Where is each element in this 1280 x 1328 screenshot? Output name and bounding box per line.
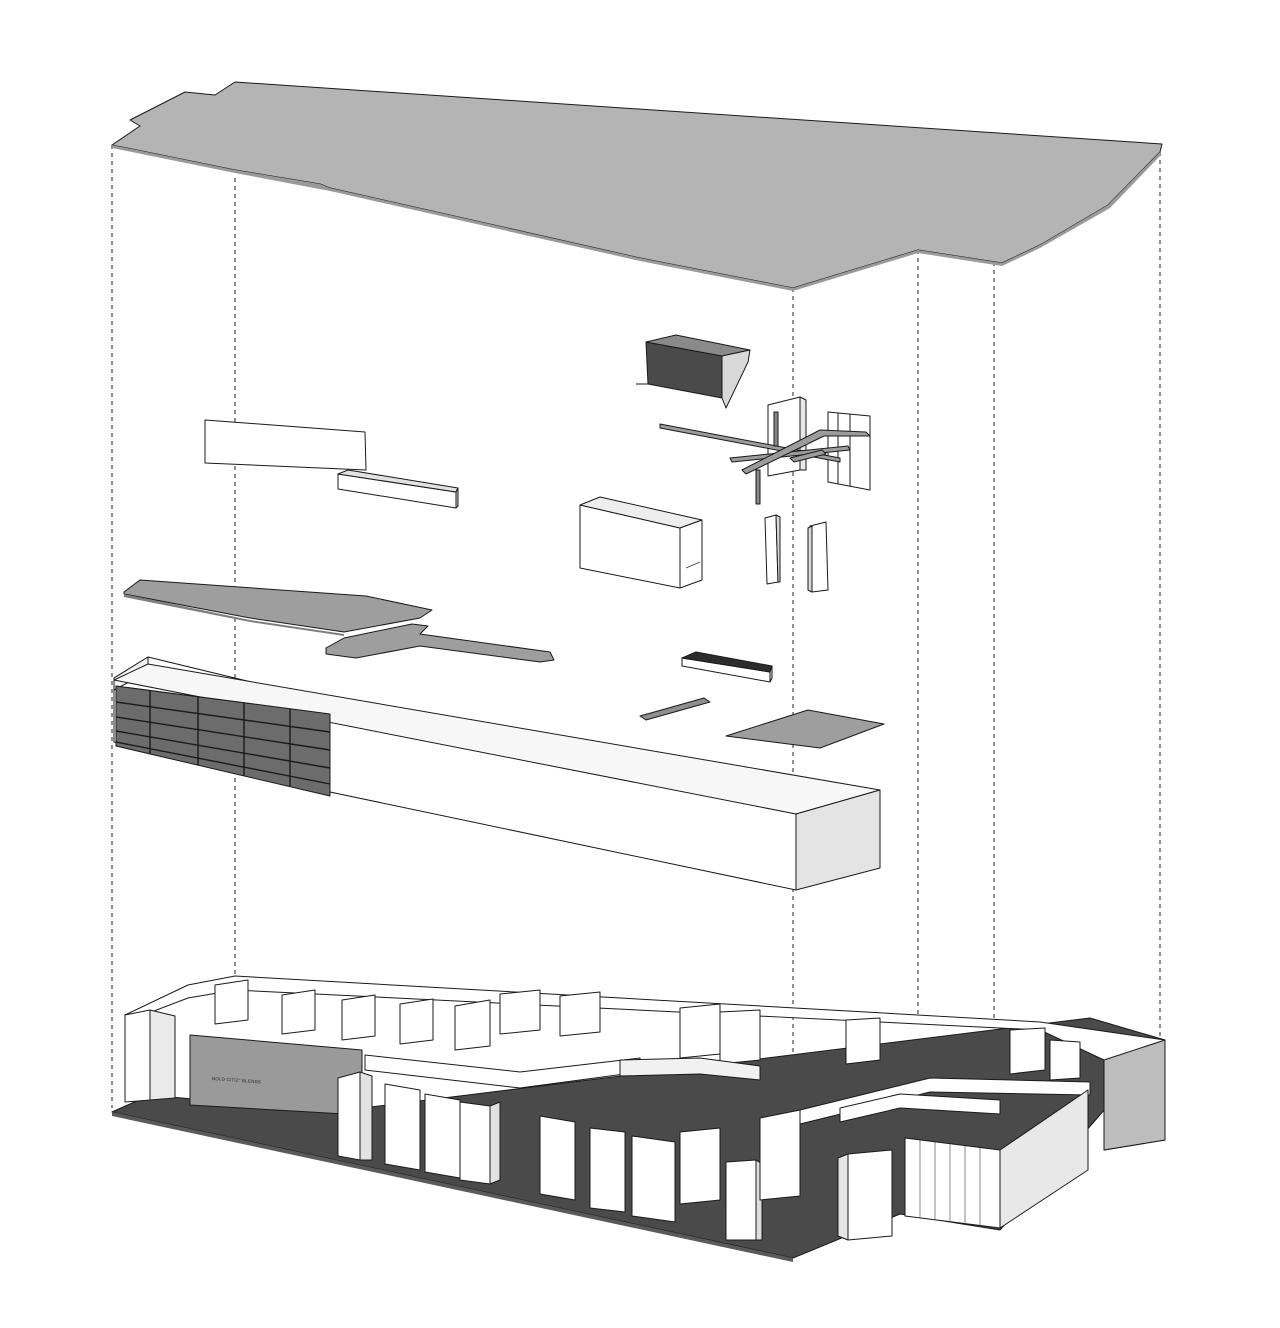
left-pier-side (149, 1009, 176, 1101)
grey-plate-lower (325, 623, 555, 663)
dark-box (636, 334, 751, 409)
volume-end-face (795, 789, 881, 891)
grid-block-2 (904, 1137, 1001, 1229)
framed-panel (204, 419, 459, 509)
frame-panel-a (767, 396, 801, 477)
partition-7 (631, 1135, 676, 1223)
partition-6 (589, 1127, 626, 1213)
back-room-2 (281, 989, 316, 1035)
steel-frame (659, 396, 871, 505)
partition-2 (384, 1083, 421, 1171)
curved-wall (619, 1057, 761, 1081)
glazed-volume (113, 656, 881, 891)
partition-5 (539, 1115, 576, 1201)
small-pillars (764, 514, 829, 593)
pillar-2-front (809, 521, 829, 593)
grey-plate-edge (124, 594, 344, 636)
partition-10 (759, 1109, 801, 1201)
grid-top-edge (799, 1077, 1091, 1125)
glazing-mullions (115, 690, 331, 786)
partition-4-side (489, 1101, 501, 1185)
partition-1-side (359, 1071, 373, 1161)
grid-block-2-seams (919, 1140, 981, 1226)
grid-mid-wall (839, 1093, 1001, 1123)
beam-short (789, 449, 827, 463)
counter-element (681, 651, 773, 683)
back-room-5 (454, 999, 491, 1051)
open-box (579, 496, 703, 589)
grid-block-2-side (999, 1089, 1089, 1229)
partition-8 (679, 1127, 721, 1205)
partition-3 (424, 1093, 461, 1179)
grey-feature-wall (189, 1034, 363, 1116)
back-room-8 (679, 1003, 721, 1059)
back-room-4 (399, 998, 434, 1045)
grey-plate-right (725, 709, 885, 749)
back-room-11 (1009, 1027, 1046, 1075)
back-room-1 (214, 979, 249, 1025)
back-room-12 (1049, 1039, 1081, 1081)
pillar-2-side (807, 525, 813, 593)
wall-sign: BOLD CITIZ" BLENDS (212, 1076, 261, 1084)
ground-floor-model: BOLD CITIZ" BLENDS (111, 975, 1166, 1262)
right-room-grid (799, 1077, 1091, 1241)
floating-elements (113, 334, 885, 891)
back-room-7 (559, 991, 601, 1037)
open-box-side (679, 519, 703, 589)
partition-1 (337, 1071, 361, 1161)
back-room-9 (719, 1009, 761, 1065)
pillar-1-side (775, 514, 781, 583)
counter-side (769, 665, 773, 683)
column-1 (755, 469, 761, 505)
roof-plane (111, 81, 1163, 289)
ledge-side (455, 487, 459, 509)
framed-panel-face (204, 419, 367, 471)
column-2 (773, 411, 779, 447)
partition-4 (459, 1101, 491, 1185)
grid-block-1-side (837, 1153, 849, 1241)
glazing-panel (115, 685, 331, 797)
left-pier (124, 1009, 151, 1103)
roof-slab (111, 81, 1163, 291)
back-room-10 (845, 1017, 881, 1065)
grey-plate-upper (123, 579, 433, 633)
partition-9 (725, 1159, 757, 1241)
beam-cross-2 (741, 429, 871, 475)
grid-block-1 (847, 1149, 893, 1241)
dark-box-side (721, 349, 751, 409)
back-room-3 (341, 994, 376, 1041)
perimeter-wall-right-face (1103, 1039, 1166, 1151)
grey-plate-large (123, 579, 555, 663)
grey-strip (639, 697, 711, 721)
front-partitions (337, 1071, 801, 1241)
back-rooms (214, 979, 1081, 1081)
floor-slab-edge (112, 1112, 793, 1262)
open-box-inner-edge (685, 561, 701, 569)
back-room-6 (499, 989, 541, 1035)
